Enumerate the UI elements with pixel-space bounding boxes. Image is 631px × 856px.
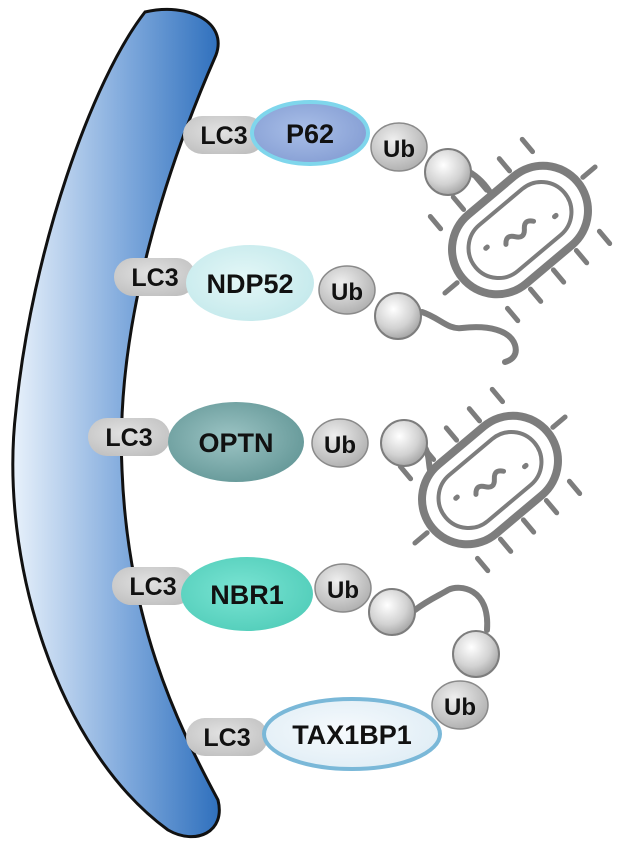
bacterium-icon [397,386,583,574]
ubiquitin-badge [318,265,376,315]
receptor-optn [168,402,304,482]
receptor-tax1bp1 [262,697,442,771]
receptor-ndp52 [186,245,314,321]
lc3-pill [88,418,170,456]
receptor-row-tax1bp1: LC3 TAX1BP1 Ub [186,680,489,771]
ubiquitin-bead [374,292,422,340]
receptor-row-optn: LC3 OPTN Ub [88,402,369,482]
receptor-p62 [250,100,370,166]
ubiquitin-bead [380,419,428,467]
ubiquitin-bead [424,148,472,196]
lc3-label: LC3 [129,573,176,601]
lc3-label: LC3 [203,724,250,752]
lc3-label: LC3 [105,424,152,452]
receptor-row-p62: LC3 P62 Ub [183,100,428,172]
ubiquitin-badge [311,418,369,468]
ubiquitin-badge [431,680,489,730]
lc3-label: LC3 [200,122,247,150]
receptor-row-nbr1: LC3 NBR1 Ub [112,557,372,631]
lc3-pill [114,258,196,296]
ubiquitin-label: Ub [324,432,356,459]
lc3-label: LC3 [131,264,178,292]
receptor-label: NDP52 [206,269,293,299]
receptor-label: TAX1BP1 [292,720,412,750]
ubiquitin-bead [368,588,416,636]
bacterium-icon [427,136,613,324]
lc3-pill [112,567,194,605]
receptor-label: NBR1 [210,580,284,610]
lc3-pill [183,116,265,154]
ubiquitin-label: Ub [331,279,363,306]
receptor-label: OPTN [198,428,273,458]
ubiquitin-badge [314,563,372,613]
receptor-row-ndp52: LC3 NDP52 Ub [114,245,376,321]
ubiquitin-label: Ub [444,694,476,721]
receptor-label: P62 [286,119,334,149]
receptor-nbr1 [181,557,313,631]
ubiquitin-label: Ub [327,577,359,604]
lc3-pill [186,718,268,756]
ubiquitin-label: Ub [383,136,415,163]
ubiquitin-badge [370,122,428,172]
ubiquitin-bead [452,630,500,678]
